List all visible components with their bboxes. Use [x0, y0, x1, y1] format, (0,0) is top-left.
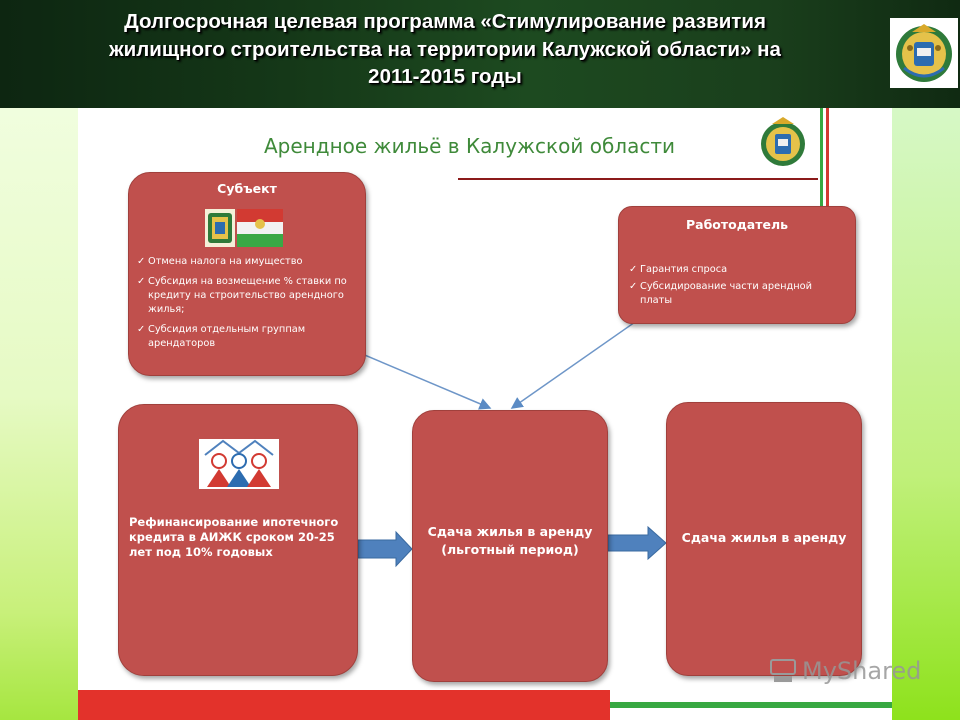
arrow-subject-to-rent [347, 347, 492, 410]
list-item: ✓Субсидия на возмещение % ставки по кред… [137, 276, 347, 315]
employer-box: Работодатель ✓Гарантия спроса ✓Субсидиро… [618, 206, 856, 324]
slide-title: Арендное жильё в Калужской области [264, 134, 675, 158]
watermark-text: MyShared [802, 657, 922, 685]
coat-of-arms-icon [890, 18, 958, 88]
checkmark-icon: ✓ [137, 324, 146, 335]
rent-box: Сдача жилья в аренду [666, 402, 862, 676]
right-background-strip [892, 108, 960, 720]
list-item: ✓Субсидия отдельным группам арендаторов [137, 324, 306, 349]
arrow-right-icon [607, 525, 667, 561]
header-banner: Долгосрочная целевая программа «Стимулир… [0, 0, 960, 108]
checkmark-icon: ✓ [629, 281, 638, 292]
connector-arrows [347, 319, 667, 568]
page-title-line-3: 2011-2015 годы [368, 65, 522, 88]
coat-of-arms-icon [758, 114, 808, 172]
people-icon [199, 439, 279, 489]
list-item: ✓Гарантия спроса [629, 264, 728, 275]
checkmark-icon: ✓ [137, 276, 146, 287]
subject-box: Субъект ✓Отмена налога на имущество ✓Суб… [128, 172, 366, 376]
vertical-rule-green [820, 108, 823, 208]
vertical-rule-red [826, 108, 829, 208]
bottom-bar [78, 690, 892, 720]
arrow-right-icon [357, 530, 413, 568]
rent-preferential-line-2: (льготный период) [441, 542, 579, 557]
employer-box-title: Работодатель [685, 217, 789, 232]
rent-preferential-box: Сдача жилья в аренду (льготный период) [412, 410, 608, 682]
page-title-line-2: жилищного строительства на территории Ка… [109, 37, 781, 61]
rent-preferential-line-1: Сдача жилья в аренду [427, 524, 593, 539]
coat-of-arms-icon [205, 209, 235, 247]
page-title: Долгосрочная целевая программа «Стимулир… [30, 8, 860, 91]
refinance-text: Рефинансирование ипотечного кредита в АИ… [129, 515, 339, 559]
list-item: ✓Отмена налога на имущество [137, 256, 303, 267]
rent-box-text: Сдача жилья в аренду [681, 530, 847, 545]
subject-box-title: Субъект [217, 181, 277, 196]
list-item: ✓Субсидирование части арендной платы [629, 281, 813, 306]
watermark-logo-icon [768, 658, 798, 684]
refinance-box: Рефинансирование ипотечного кредита в АИ… [118, 404, 358, 676]
watermark: MyShared [768, 656, 921, 685]
checkmark-icon: ✓ [629, 264, 638, 275]
page-title-line-1: Долгосрочная целевая программа «Стимулир… [124, 10, 766, 33]
checkmark-icon: ✓ [137, 256, 146, 267]
arrow-employer-to-rent [510, 319, 639, 409]
flag-icon [237, 209, 283, 247]
title-underline [458, 178, 818, 180]
slide-content: Арендное жильё в Калужской области Субъе… [78, 108, 892, 720]
